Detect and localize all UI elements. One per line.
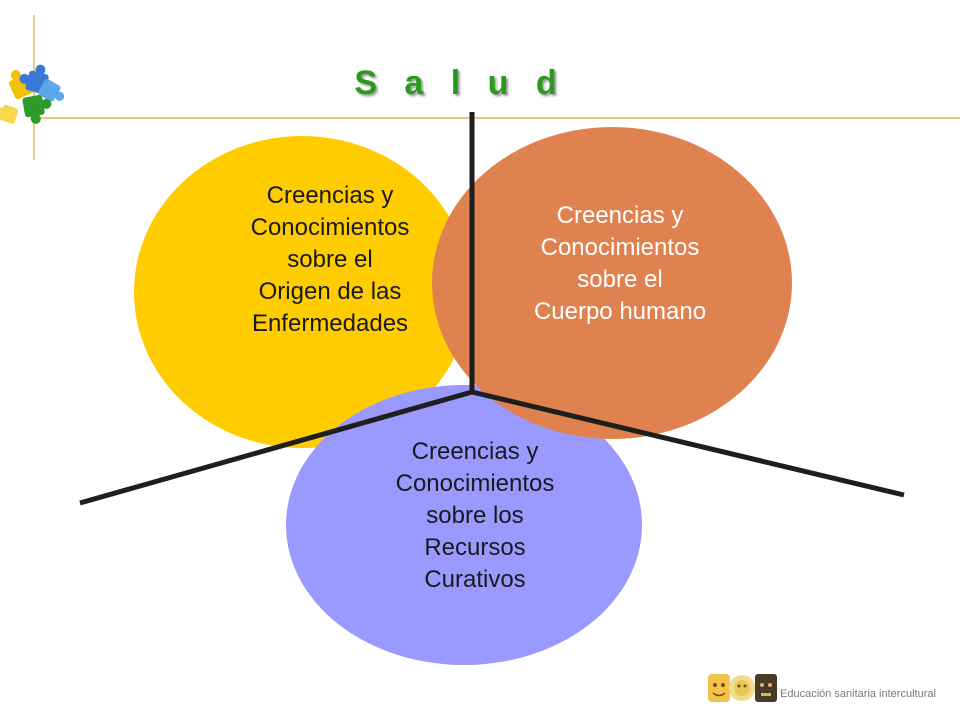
page-title: S a l u d (354, 64, 566, 102)
label-line: Creencias y (266, 182, 394, 209)
sun-face-icon (729, 675, 755, 701)
label-line: Conocimientos (540, 234, 700, 261)
label-line: Conocimientos (250, 214, 410, 241)
divider-left (79, 389, 473, 506)
divider-right (471, 389, 905, 498)
circle-recursos-curativos (286, 385, 642, 665)
label-line: Curativos (424, 566, 526, 593)
label-line: sobre los (426, 502, 524, 529)
label-line: sobre el (577, 266, 663, 293)
puzzle-pieces-icon (0, 64, 65, 124)
label-line: Recursos (424, 534, 526, 561)
tribal-mask-icon (755, 674, 777, 702)
label-line: Enfermedades (251, 310, 409, 337)
label-line: sobre el (287, 246, 373, 273)
label-line: Cuerpo humano (533, 298, 707, 325)
label-line: Origen de las (258, 278, 402, 305)
divider-lines (79, 112, 905, 506)
label-line: Creencias y (556, 202, 684, 229)
label-line: Creencias y (411, 438, 539, 465)
label-line: Conocimientos (395, 470, 555, 497)
circle-cuerpo-humano (432, 127, 792, 439)
footer-caption: Educación sanitaria intercultural (780, 688, 936, 700)
circle-origen-enfermedades (134, 136, 470, 448)
face-mask-icon (708, 674, 730, 702)
label-cuerpo-humano: Creencias y Conocimientos sobre el Cuerp… (490, 200, 750, 328)
label-recursos-curativos: Creencias y Conocimientos sobre los Recu… (340, 436, 610, 596)
footer-icons (708, 674, 777, 702)
label-origen-enfermedades: Creencias y Conocimientos sobre el Orige… (205, 180, 455, 340)
